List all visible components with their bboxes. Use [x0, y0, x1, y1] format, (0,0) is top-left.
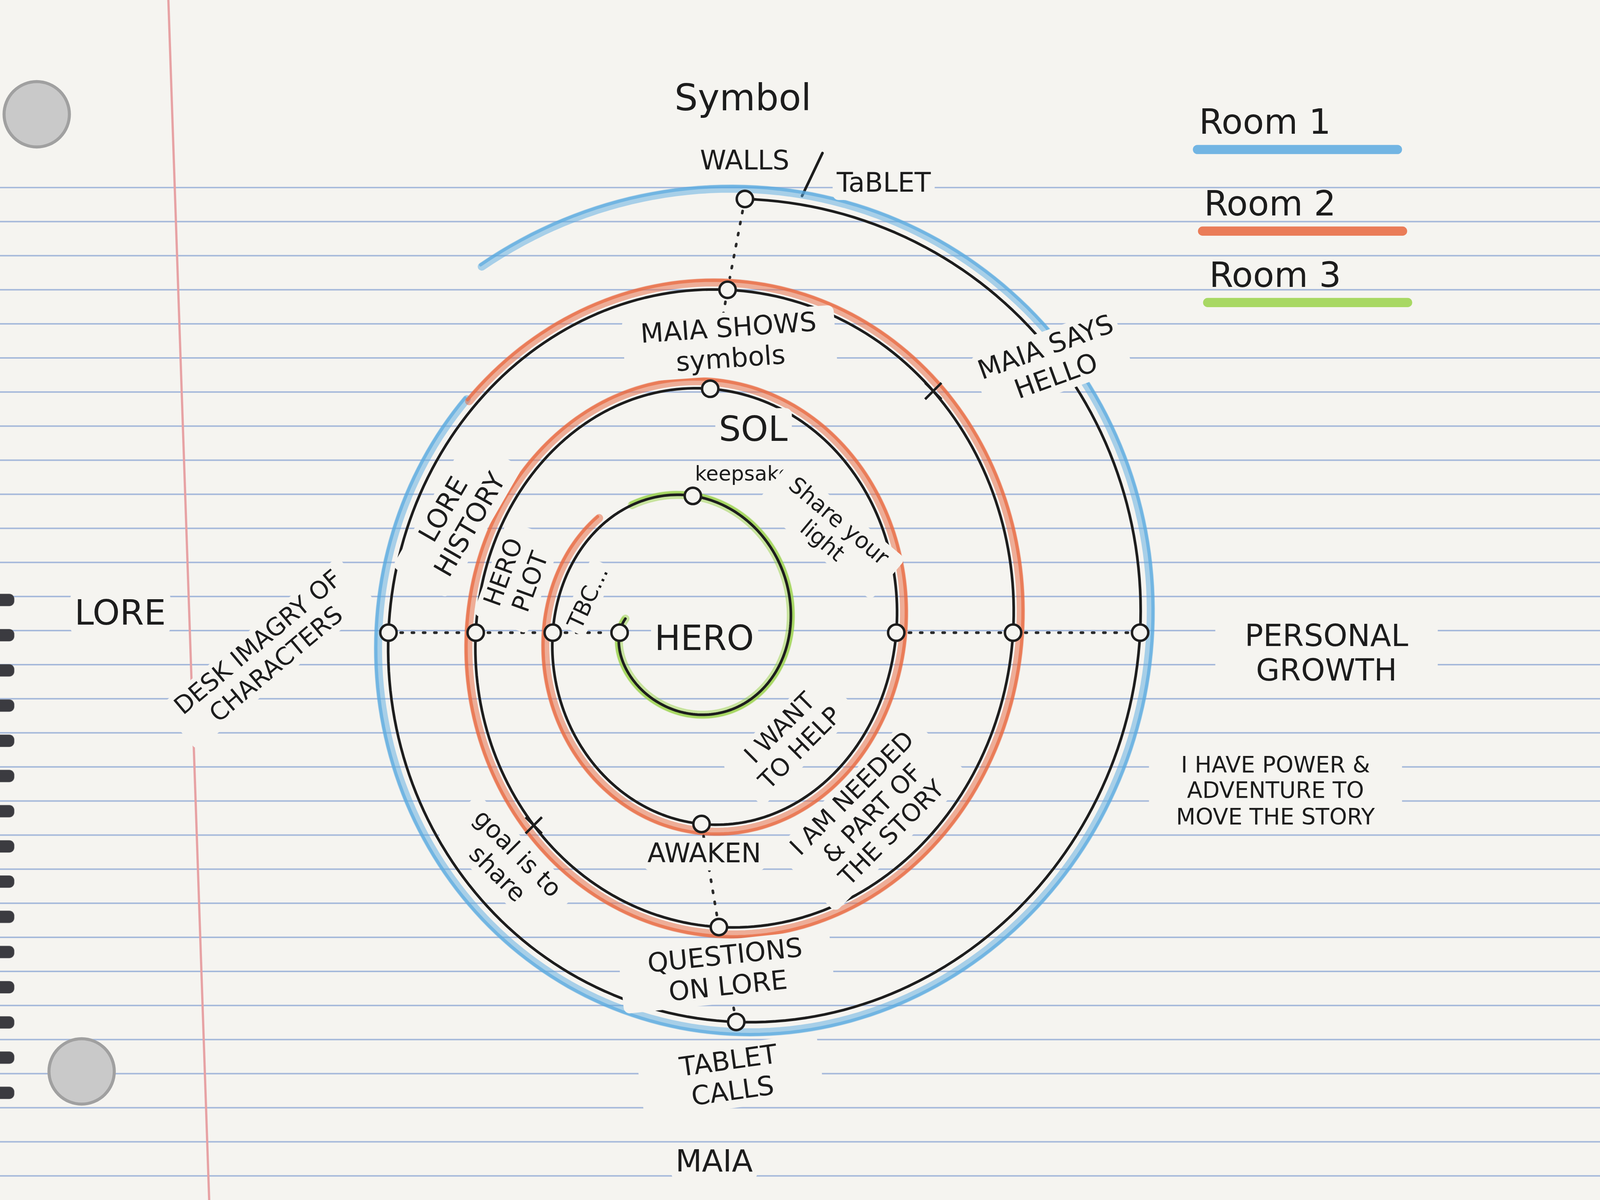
handwritten-label: DESK IMAGRY OF CHARACTERS — [159, 555, 376, 751]
handwritten-label: QUESTIONS ON LORE — [617, 928, 836, 1014]
handwritten-label: HERO PLOT — [473, 519, 562, 634]
handwritten-label: MAIA SAYS HELLO — [969, 306, 1133, 418]
crayon-stroke — [466, 280, 1024, 937]
handwritten-label: MAIA — [671, 1142, 757, 1180]
legend-swatch — [1192, 144, 1402, 154]
crayon-stroke — [468, 282, 1022, 935]
cross-mark — [925, 382, 942, 400]
handwritten-label: HERO — [650, 616, 758, 659]
slash-mark — [801, 153, 823, 197]
point-marker — [467, 624, 484, 641]
handwritten-label: MAIA SHOWS symbols — [621, 304, 838, 383]
dotted-guides — [400, 211, 1128, 1010]
handwritten-label: PERSONAL GROWTH — [1215, 616, 1439, 690]
legend-text: Room 1 — [1198, 101, 1331, 143]
dotted-guide — [908, 631, 1001, 635]
handwritten-label: SOL — [714, 407, 792, 450]
legend-item: Room 2 — [1203, 183, 1336, 224]
legend-item: Room 3 — [1209, 255, 1341, 296]
crayon-bands — [375, 186, 1153, 1035]
punch-hole — [48, 1038, 115, 1105]
point-marker — [1132, 624, 1149, 641]
handwritten-label: I HAVE POWER & ADVENTURE TO MOVE THE STO… — [1148, 751, 1402, 831]
punch-hole — [3, 81, 70, 148]
handwritten-label: TaBLET — [832, 167, 935, 200]
point-marker — [693, 815, 710, 833]
cross-mark — [525, 817, 543, 834]
spiral-line — [388, 198, 1141, 1022]
cross-mark — [525, 817, 543, 834]
handwritten-label: TABLET CALLS — [636, 1032, 825, 1121]
margin-line — [168, 0, 210, 1200]
legend-item: Room 1 — [1198, 101, 1331, 143]
legend-swatch — [1203, 298, 1413, 308]
handwritten-label: Share your light — [755, 461, 906, 600]
point-marker — [380, 624, 397, 641]
crayon-stroke — [618, 494, 791, 715]
spiral-binding — [0, 589, 17, 1121]
point-marker — [888, 624, 905, 641]
point-marker — [544, 624, 561, 641]
point-marker — [728, 1013, 745, 1031]
handwritten-label: WALLS — [696, 144, 794, 178]
markers — [380, 190, 1149, 1031]
handwritten-label: Symbol — [670, 75, 816, 120]
dotted-guide — [400, 631, 464, 635]
handwritten-label: LORE — [70, 591, 170, 634]
point-marker — [611, 624, 628, 641]
legend-text: Room 3 — [1209, 255, 1341, 296]
handwritten-label: goal is to share — [436, 792, 578, 934]
handwritten-label: AWAKEN — [643, 837, 766, 871]
handwritten-label: I WANT TO HELP — [721, 669, 859, 807]
handwritten-label: TBC... — [559, 557, 616, 637]
point-marker — [719, 281, 736, 299]
dotted-guide — [1025, 631, 1128, 635]
point-marker — [710, 919, 727, 936]
legend-swatch — [1198, 226, 1408, 236]
ruled-lines — [0, 186, 1600, 1200]
legend-text: Room 2 — [1203, 183, 1336, 224]
point-marker — [1004, 624, 1022, 641]
point-marker — [701, 380, 719, 397]
dotted-guide — [488, 631, 541, 635]
cross-mark — [925, 382, 942, 400]
crayon-stroke — [375, 186, 1153, 1035]
point-marker — [736, 190, 754, 208]
dotted-guide — [729, 211, 743, 278]
point-marker — [684, 487, 701, 504]
